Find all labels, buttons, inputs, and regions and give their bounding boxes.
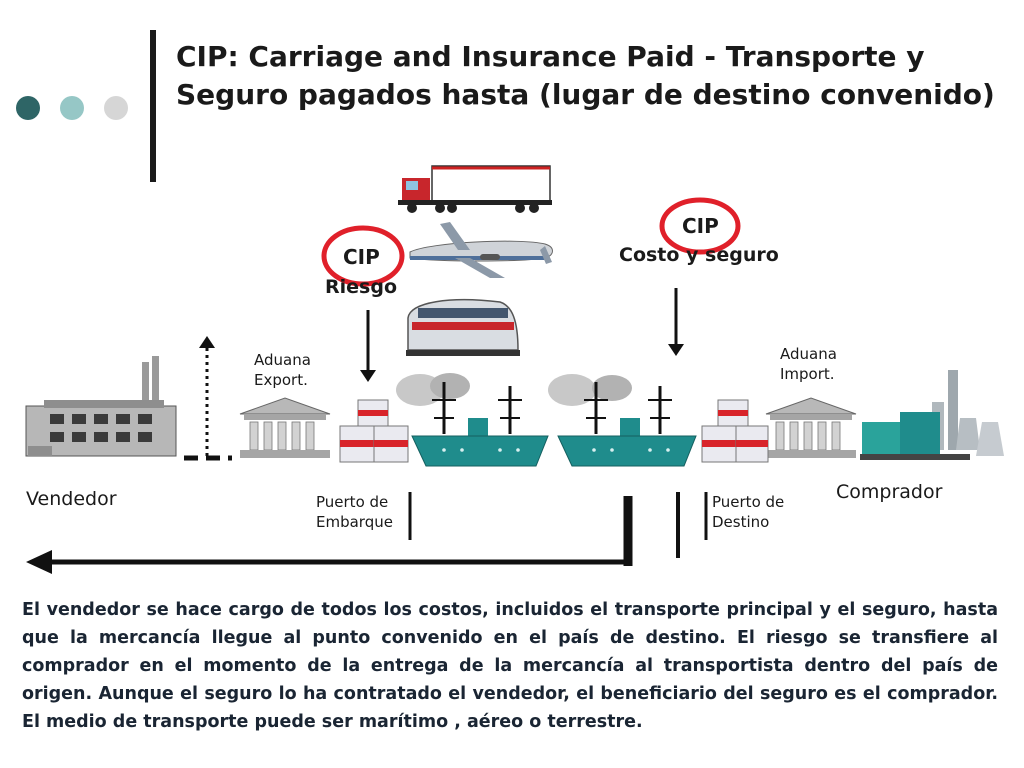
truck-icon <box>398 165 552 213</box>
customs-export-label: Aduana Export. <box>254 351 311 389</box>
page-title: CIP: Carriage and Insurance Paid - Trans… <box>176 40 995 111</box>
cip-risk-highlight <box>321 225 405 287</box>
port-destination-label: Puerto de Destino <box>712 493 785 531</box>
dot-light <box>104 96 128 120</box>
customs-import-label: Aduana Import. <box>780 345 837 383</box>
airplane-icon <box>409 222 553 278</box>
dot-dark <box>16 96 40 120</box>
factory-icon <box>25 356 177 457</box>
cip-risk-tag: CIP <box>343 245 380 269</box>
cost-label: Costo y seguro <box>619 244 779 266</box>
customs-building-icon <box>765 397 857 458</box>
customs-building-icon <box>239 397 331 458</box>
train-icon <box>406 298 520 356</box>
risk-transfer-arrow <box>26 550 630 574</box>
ship-icon <box>396 373 549 467</box>
diagram-canvas <box>25 165 1004 574</box>
risk-down-arrow <box>360 310 376 382</box>
port-loading-label: Puerto de Embarque <box>316 493 393 531</box>
cip-cost-tag: CIP <box>682 214 719 238</box>
buyer-label: Comprador <box>836 481 943 503</box>
dotted-up-arrow <box>184 336 232 461</box>
cost-down-arrow <box>668 288 684 356</box>
cip-cost-highlight <box>659 197 741 255</box>
decorative-dots <box>16 96 136 120</box>
industrial-plant-icon <box>860 370 1004 460</box>
dot-mid <box>60 96 84 120</box>
seller-label: Vendedor <box>26 488 117 510</box>
title-divider <box>150 30 156 182</box>
cip-diagram: CIP Riesgo CIP Costo y seguro Aduana Exp… <box>0 150 1024 590</box>
description-text: El vendedor se hace cargo de todos los c… <box>22 600 998 732</box>
risk-label: Riesgo <box>325 276 397 298</box>
cargo-crates-icon <box>701 399 769 463</box>
cargo-crates-icon <box>339 399 409 463</box>
ship-icon <box>548 374 697 467</box>
